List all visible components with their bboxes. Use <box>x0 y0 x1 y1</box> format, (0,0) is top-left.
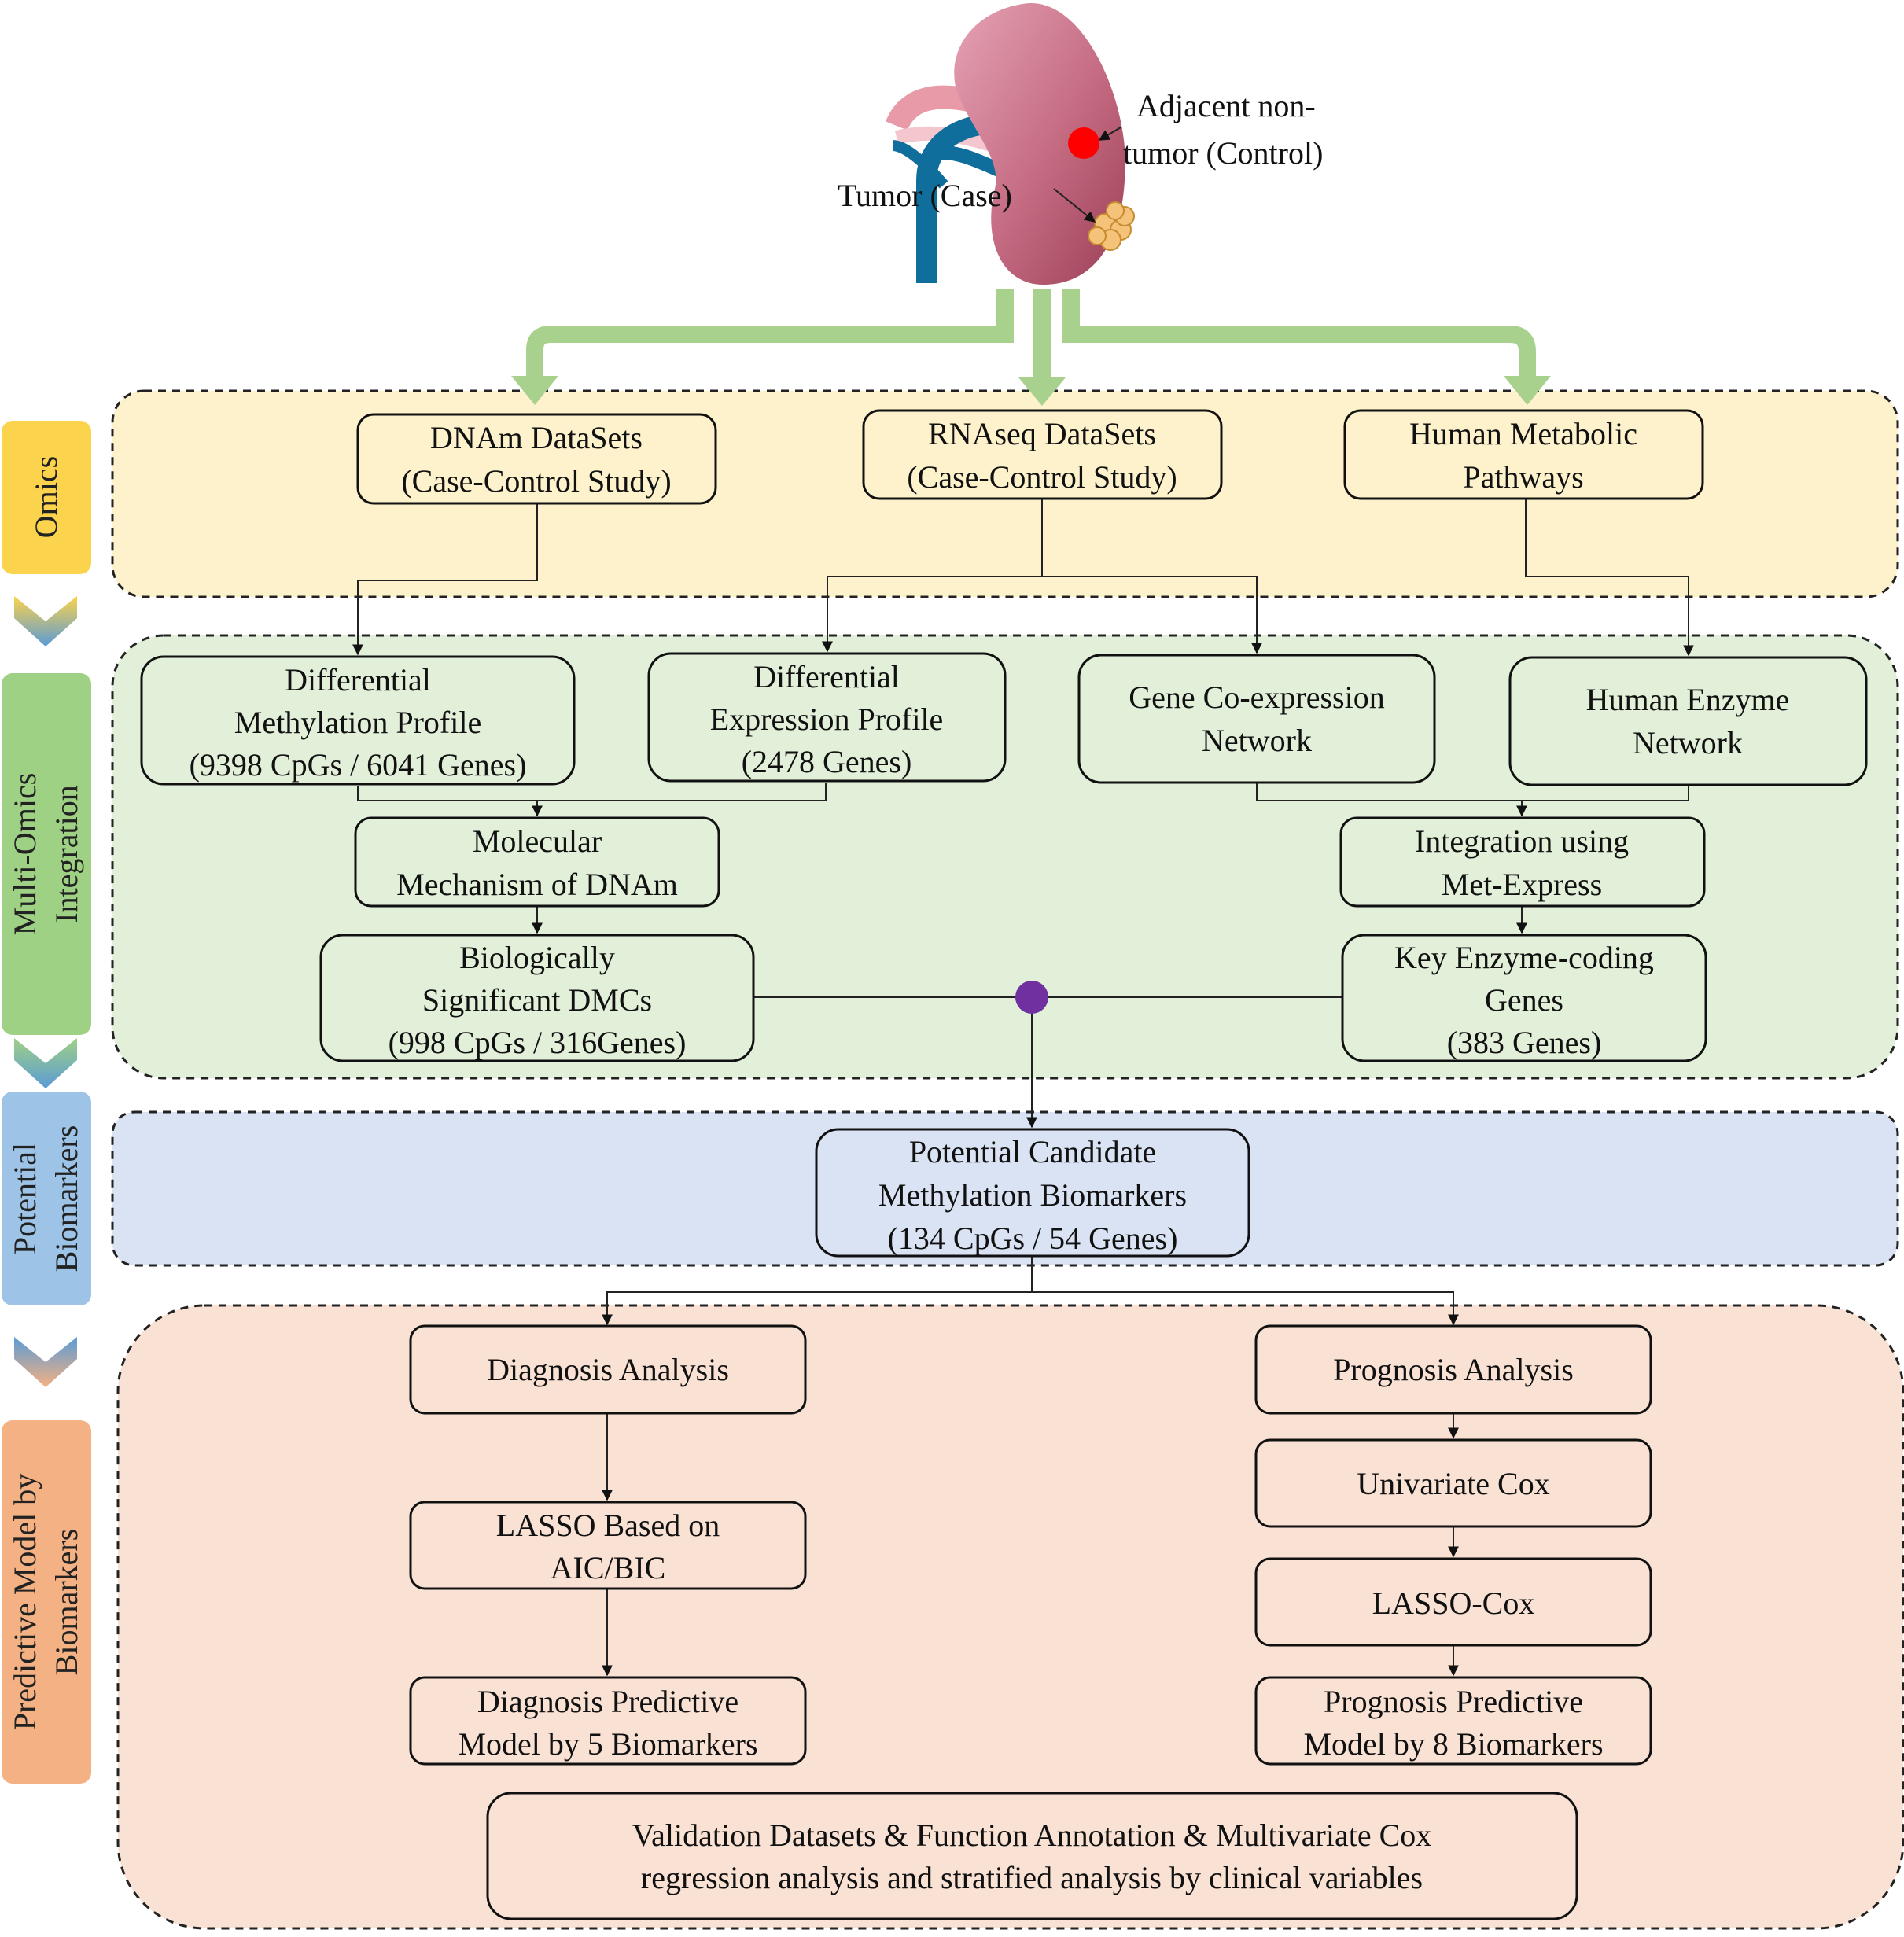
predictive-tab-label: Predictive Model by <box>7 1474 42 1731</box>
svg-text:Methylation Profile: Methylation Profile <box>234 705 481 740</box>
biomarkers-tab <box>2 1092 91 1305</box>
svg-text:Methylation Biomarkers: Methylation Biomarkers <box>878 1177 1187 1213</box>
dnam-datasets-box: DNAm DataSets (Case-Control Study) <box>356 413 717 505</box>
svg-text:DNAm DataSets: DNAm DataSets <box>430 420 643 455</box>
integration-tab-label: Integration <box>49 785 84 923</box>
expression-profile-box: Differential Expression Profile (2478 Ge… <box>647 652 1007 783</box>
lasso-aic-bic-box: LASSO Based on AIC/BIC <box>409 1501 807 1590</box>
omics-tab <box>2 421 91 574</box>
svg-text:Genes: Genes <box>1485 982 1563 1018</box>
control-label: tumor (Control) <box>1123 135 1323 171</box>
svg-text:(134 CpGs / 54 Genes): (134 CpGs / 54 Genes) <box>888 1221 1178 1256</box>
biomarker-panel <box>111 1110 1899 1267</box>
svg-text:(Case-Control Study): (Case-Control Study) <box>401 463 671 499</box>
tumor-cluster-icon <box>1088 201 1135 251</box>
svg-text:(2478 Genes): (2478 Genes) <box>742 744 912 779</box>
prognosis-model-box: Prognosis Predictive Model by 8 Biomarke… <box>1254 1676 1652 1766</box>
connectors <box>352 499 1694 1677</box>
tumor-label: Tumor (Case) <box>838 178 1012 213</box>
svg-text:Mechanism of DNAm: Mechanism of DNAm <box>396 867 678 902</box>
svg-text:(Case-Control Study): (Case-Control Study) <box>907 459 1177 495</box>
prognosis-analysis-box: Prognosis Analysis <box>1254 1324 1652 1415</box>
chevron-down-icon <box>14 596 77 646</box>
omics-panel <box>111 389 1899 598</box>
svg-text:Pathways: Pathways <box>1463 459 1583 495</box>
svg-text:Gene Co-expression: Gene Co-expression <box>1129 679 1384 715</box>
svg-text:Model by 8 Biomarkers: Model by 8 Biomarkers <box>1303 1726 1603 1762</box>
svg-text:Expression Profile: Expression Profile <box>710 702 944 737</box>
integration-hub-dot <box>1015 981 1048 1014</box>
svg-text:Prognosis Analysis: Prognosis Analysis <box>1333 1352 1574 1387</box>
svg-text:RNAseq DataSets: RNAseq DataSets <box>928 416 1156 451</box>
svg-text:Validation Datasets & Function: Validation Datasets & Function Annotatio… <box>632 1817 1432 1853</box>
omics-tab-label: Omics <box>28 456 64 538</box>
arrow-head-icon <box>1504 376 1551 405</box>
biomarkers-tab-label: Biomarkers <box>49 1125 84 1272</box>
key-enzyme-genes-box: Key Enzyme-coding Genes (383 Genes) <box>1341 934 1707 1062</box>
rnaseq-datasets-box: RNAseq DataSets (Case-Control Study) <box>862 409 1223 500</box>
svg-text:Prognosis Predictive: Prognosis Predictive <box>1324 1684 1583 1719</box>
svg-text:Network: Network <box>1202 723 1312 758</box>
diagnosis-model-box: Diagnosis Predictive Model by 5 Biomarke… <box>409 1676 807 1766</box>
coexpression-network-box: Gene Co-expression Network <box>1077 654 1436 784</box>
metabolic-pathways-box: Human Metabolic Pathways <box>1343 409 1704 500</box>
control-site-dot <box>1068 127 1099 159</box>
arrow-head-icon <box>511 376 558 405</box>
svg-text:Diagnosis Predictive: Diagnosis Predictive <box>477 1684 738 1719</box>
svg-text:Key Enzyme-coding: Key Enzyme-coding <box>1394 940 1654 975</box>
predictive-tab-label: Biomarkers <box>49 1529 84 1676</box>
integration-panel <box>111 634 1899 1080</box>
svg-text:Diagnosis Analysis: Diagnosis Analysis <box>487 1352 729 1387</box>
svg-text:Human Enzyme: Human Enzyme <box>1586 682 1790 717</box>
svg-text:Integration using: Integration using <box>1415 823 1629 859</box>
univariate-cox-box: Univariate Cox <box>1254 1438 1652 1528</box>
chevron-down-icon <box>14 1038 77 1088</box>
svg-text:Differential: Differential <box>753 659 900 694</box>
svg-text:Met-Express: Met-Express <box>1442 867 1602 902</box>
svg-text:AIC/BIC: AIC/BIC <box>551 1550 666 1585</box>
control-label: Adjacent non- <box>1136 88 1316 123</box>
svg-text:(383 Genes): (383 Genes) <box>1447 1025 1602 1060</box>
met-express-box: Integration using Met-Express <box>1339 816 1706 908</box>
candidate-biomarkers-box: Potential Candidate Methylation Biomarke… <box>815 1128 1250 1258</box>
svg-text:LASSO Based on: LASSO Based on <box>496 1508 720 1543</box>
methylation-profile-box: Differential Methylation Profile (9398 C… <box>140 655 576 786</box>
svg-text:Model by 5 Biomarkers: Model by 5 Biomarkers <box>458 1726 757 1762</box>
arrow-head-icon <box>1018 377 1066 406</box>
lasso-cox-box: LASSO-Cox <box>1254 1557 1652 1647</box>
enzyme-network-box: Human Enzyme Network <box>1508 656 1868 786</box>
svg-text:regression analysis and strati: regression analysis and stratified analy… <box>641 1860 1423 1895</box>
kidney-icon <box>954 2 1126 285</box>
svg-text:Biologically: Biologically <box>459 940 615 975</box>
significant-dmcs-box: Biologically Significant DMCs (998 CpGs … <box>319 934 755 1062</box>
validation-box: Validation Datasets & Function Annotatio… <box>486 1792 1578 1920</box>
predictive-panel <box>116 1304 1904 1930</box>
integration-tab <box>2 673 91 1035</box>
svg-text:Differential: Differential <box>285 662 431 698</box>
chevron-down-icon <box>14 1337 77 1387</box>
svg-text:LASSO-Cox: LASSO-Cox <box>1372 1585 1535 1621</box>
molecular-mechanism-box: Molecular Mechanism of DNAm <box>354 816 720 908</box>
svg-text:Univariate Cox: Univariate Cox <box>1357 1466 1550 1501</box>
predictive-tab <box>2 1420 91 1784</box>
svg-text:Significant DMCs: Significant DMCs <box>422 982 652 1018</box>
biomarkers-tab-label: Potential <box>7 1143 42 1254</box>
svg-text:Molecular: Molecular <box>473 823 602 859</box>
svg-text:Human Metabolic: Human Metabolic <box>1409 416 1637 451</box>
green-arrows <box>526 289 1536 385</box>
integration-tab-label: Multi-Omics <box>7 773 42 936</box>
svg-text:Network: Network <box>1633 725 1743 760</box>
diagnosis-analysis-box: Diagnosis Analysis <box>409 1324 807 1415</box>
kidney-illustration <box>886 2 1135 285</box>
svg-text:(9398 CpGs / 6041 Genes): (9398 CpGs / 6041 Genes) <box>190 747 527 783</box>
svg-text:Potential Candidate: Potential Candidate <box>909 1134 1156 1169</box>
svg-text:(998 CpGs / 316Genes): (998 CpGs / 316Genes) <box>389 1025 687 1060</box>
